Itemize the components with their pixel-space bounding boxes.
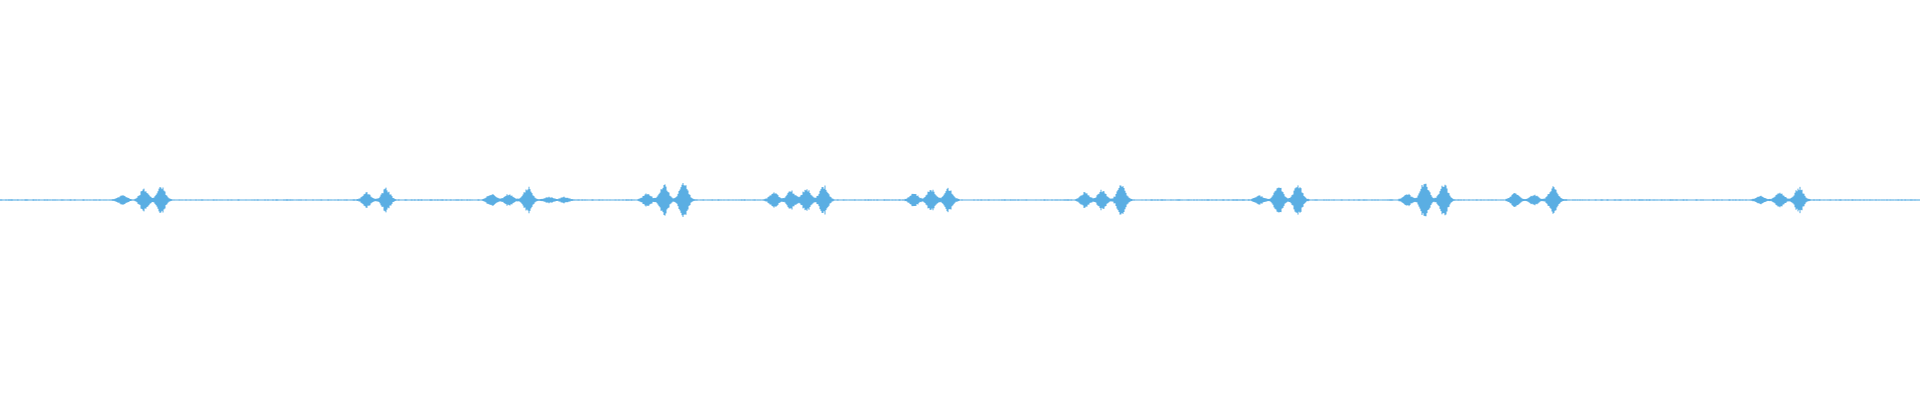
waveform-trace: [0, 183, 1920, 217]
